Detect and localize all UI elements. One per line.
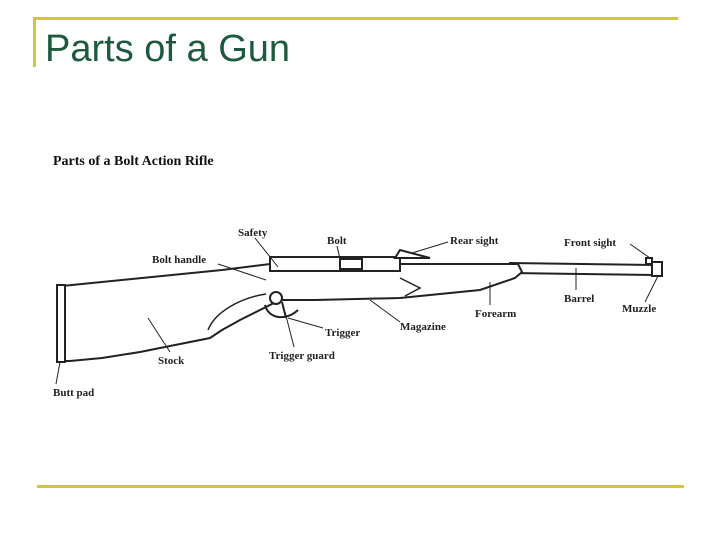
- slide-title: Parts of a Gun: [45, 28, 291, 70]
- frame-left-rule: [33, 17, 36, 67]
- label-stock: Stock: [158, 355, 185, 367]
- frame-top-rule: [33, 17, 678, 20]
- front-sight-leader: [629, 243, 651, 259]
- bolt-handle-leader: [217, 263, 267, 281]
- rear-sight-leader: [411, 241, 449, 254]
- label-trigger-guard: Trigger guard: [269, 350, 335, 362]
- trigger-guard-shape: [264, 304, 299, 319]
- label-muzzle: Muzzle: [622, 303, 656, 315]
- frame-bottom-rule: [37, 485, 684, 488]
- magazine-shape: [399, 277, 422, 297]
- magazine-leader: [369, 299, 401, 323]
- muzzle-leader: [644, 275, 659, 303]
- bolt-shape: [339, 258, 363, 270]
- diagram-heading: Parts of a Bolt Action Rifle: [53, 154, 214, 169]
- stock-shape: [61, 263, 524, 362]
- rifle-illustration: [56, 248, 663, 363]
- label-butt-pad: Butt pad: [53, 387, 94, 399]
- rear-sight-shape: [393, 248, 431, 259]
- label-forearm: Forearm: [475, 308, 516, 320]
- trigger-leader: [287, 317, 324, 329]
- trigger-shape: [281, 301, 287, 319]
- butt-pad-leader: [55, 361, 61, 385]
- label-bolt: Bolt: [327, 235, 347, 247]
- bolt-leader: [336, 245, 341, 260]
- safety-leader: [254, 237, 279, 268]
- stock-leader: [147, 317, 171, 353]
- receiver-shape: [269, 256, 401, 272]
- rifle-diagram: Parts of a Bolt Action Rifle: [53, 154, 663, 399]
- barrel-shape: [509, 261, 663, 277]
- label-barrel: Barrel: [564, 293, 594, 305]
- label-bolt-handle: Bolt handle: [152, 254, 206, 266]
- label-safety: Safety: [238, 227, 268, 239]
- muzzle-shape: [651, 261, 663, 277]
- bolt-handle-knob: [269, 291, 283, 305]
- label-trigger: Trigger: [325, 327, 360, 339]
- label-magazine: Magazine: [400, 321, 446, 333]
- front-sight-shape: [645, 257, 653, 265]
- leader-lines: [55, 237, 659, 385]
- butt-pad-shape: [56, 284, 66, 363]
- grip-curve: [207, 293, 267, 331]
- trigger-guard-leader: [284, 311, 295, 348]
- label-rear-sight: Rear sight: [450, 235, 499, 247]
- label-front-sight: Front sight: [564, 237, 616, 249]
